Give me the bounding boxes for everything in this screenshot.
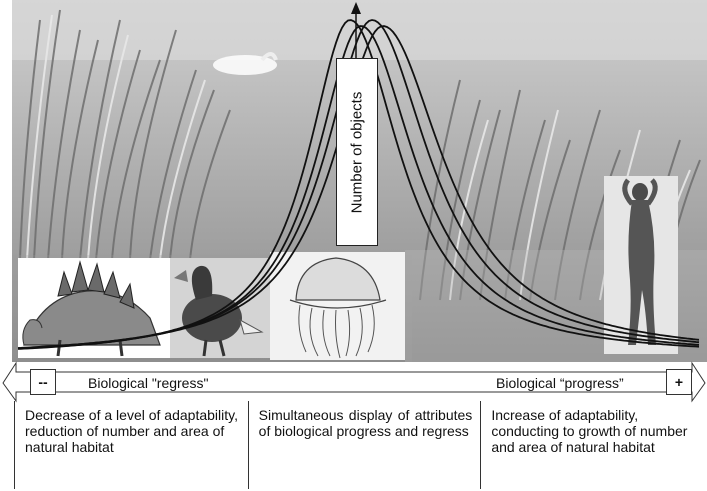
progress-label: Biological “progress” (496, 375, 624, 391)
plus-sign: + (666, 369, 692, 395)
minus-sign: -- (30, 369, 56, 395)
description-table: Decrease of a level of adaptability, red… (14, 401, 703, 489)
description-regress: Decrease of a level of adaptability, red… (15, 401, 249, 489)
jellyfish-illustration (270, 252, 405, 360)
y-axis-label-box: Number of objects (336, 58, 378, 246)
regress-label: Biological "regress" (88, 375, 208, 391)
description-simultaneous: Simultaneous display of attributes of bi… (249, 401, 482, 489)
dodo-bird-illustration (170, 258, 270, 358)
description-progress: Increase of adaptability, conducting to … (481, 401, 703, 489)
y-axis-label: Number of objects (349, 91, 366, 213)
